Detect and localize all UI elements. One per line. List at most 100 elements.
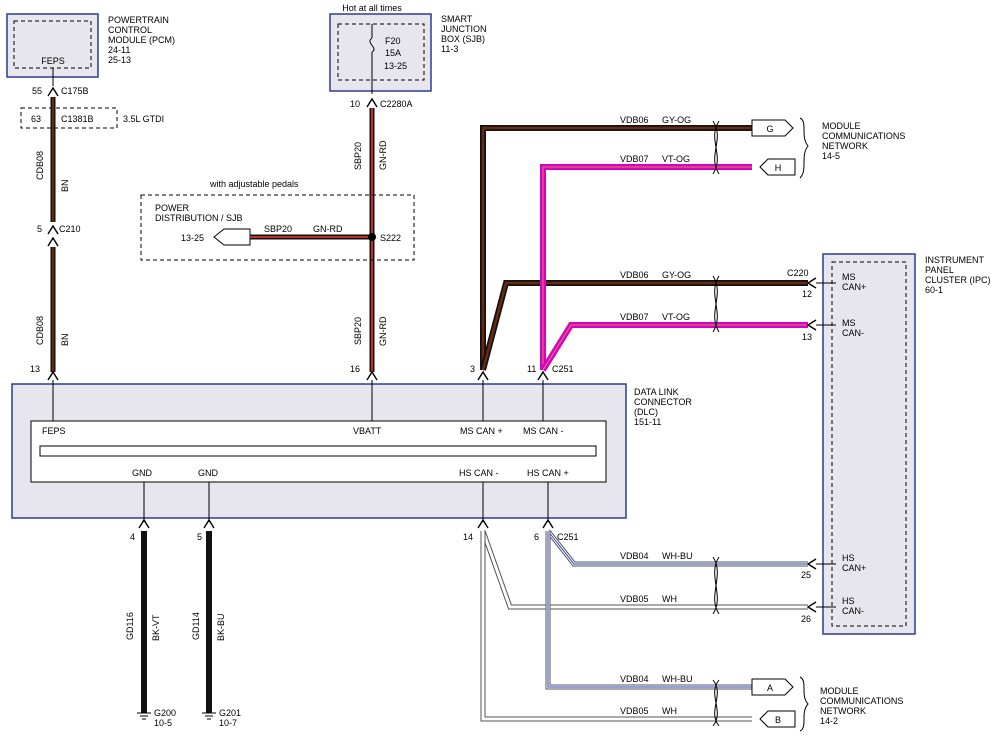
mcn-top-vdb07-color: VT-OG — [662, 154, 690, 164]
sjb-module: F20 15A 13-25 SMART JUNCTION BOX (SJB) 1… — [329, 13, 487, 94]
gd114-circuit: GD114 — [191, 612, 201, 640]
pcm-title-line-5: 25-13 — [108, 55, 131, 65]
dlc-pin6-connector-symbol — [542, 518, 554, 529]
c210-connector-symbol-bottom — [47, 236, 59, 247]
dlc-pin-3: 3 — [470, 364, 475, 374]
adjustable-pedals-note: with adjustable pedals — [209, 179, 299, 189]
pcm-pin-5: 5 — [37, 224, 42, 234]
pcm-module: FEPS POWERTRAIN CONTROL MODULE (PCM) 24-… — [6, 13, 175, 78]
twist-symbol-ipc-hs-b — [712, 556, 720, 615]
pcm-title-line-3: MODULE (PCM) — [108, 35, 175, 45]
cdb08-circuit-top: CDB08 — [35, 151, 45, 180]
ipc-hscanp-line-1: HS — [842, 553, 855, 563]
ipc-box — [822, 253, 916, 635]
ipc-title-line-4: 60-1 — [925, 285, 943, 295]
conn-c2280a-label: C2280A — [380, 99, 413, 109]
ipc-vdb07-circuit: VDB07 — [620, 312, 649, 322]
vdb07-wire-to-ipc-stripe — [542, 324, 808, 371]
vdb05-wire-to-ipc-core — [481, 530, 808, 609]
mcn-bottom-title-line-1: MODULE — [820, 686, 859, 696]
sjb-title-line-2: JUNCTION — [441, 24, 487, 34]
sjb-title-line-4: 11-3 — [441, 44, 458, 54]
dlc-gnd2-label: GND — [198, 468, 219, 478]
mcn-bottom-vdb04-circuit: VDB04 — [620, 674, 649, 684]
sjb-pin-10: 10 — [350, 99, 360, 109]
twist-symbol-mcn-top-b — [712, 120, 720, 175]
engine-note: 3.5L GTDI — [123, 114, 164, 124]
dlc-title-line-3: (DLC) — [634, 407, 658, 417]
ipc-title-line-2: PANEL — [925, 265, 954, 275]
connector-tag-g-label: G — [766, 124, 773, 134]
ipc-mscanp-line-2: CAN+ — [842, 282, 866, 292]
ipc-mscanm-line-1: MS — [842, 318, 856, 328]
gtdi-option-box — [20, 107, 118, 129]
dlc-pin5-connector-symbol — [203, 518, 215, 529]
dlc-title-line-1: DATA LINK — [634, 387, 679, 397]
pcm-pin-55: 55 — [32, 86, 42, 96]
dlc-pin-11: 11 — [527, 364, 536, 374]
pcm-box — [6, 13, 99, 78]
mcn-top-title-line-3: NETWORK — [822, 141, 868, 151]
dlc-pin4-connector-symbol — [138, 518, 150, 529]
dlc-pin-14: 14 — [463, 532, 473, 542]
sbp20-circuit-bottom: SBP20 — [353, 317, 363, 345]
pdsjb-title-line-1: POWER — [155, 203, 190, 213]
vdb05-wire-to-mcn — [480, 531, 752, 722]
mcn-bottom-title-line-2: COMMUNICATIONS — [820, 696, 903, 706]
ipc-pin12-connector-symbol — [806, 277, 817, 289]
cdb08-circuit-bottom: CDB08 — [35, 316, 45, 345]
dlc-pin-13: 13 — [30, 364, 40, 374]
ipc-hscanp-line-2: CAN+ — [842, 563, 866, 573]
ipc-title-line-1: INSTRUMENT — [925, 255, 984, 265]
dlc-connector-slot — [39, 445, 597, 457]
dlc-hscanp-label: HS CAN + — [527, 468, 569, 478]
cdb08-color-top: BN — [60, 179, 70, 192]
splice-s222-label: S222 — [380, 233, 401, 243]
pcm-title-line-2: CONTROL — [108, 25, 152, 35]
sbp20-circuit-top: SBP20 — [353, 142, 363, 170]
mcn-top-title-line-1: MODULE — [822, 121, 861, 131]
dlc-pin13-connector-symbol — [47, 370, 59, 381]
dlc-mscanp-label: MS CAN + — [460, 426, 503, 436]
vdb04-wire-to-mcn-stripe — [547, 531, 752, 688]
sjb-box — [329, 13, 432, 92]
ipc-pin-13: 13 — [802, 332, 812, 342]
ipc-hscanm-line-2: CAN- — [842, 606, 864, 616]
fuse-line-2: 15A — [385, 48, 401, 58]
vdb07-wire-to-mcn-stripe — [542, 166, 752, 370]
ipc-vdb06-circuit: VDB06 — [620, 270, 649, 280]
dlc-pin-4: 4 — [130, 532, 135, 542]
dlc-gnd1-label: GND — [132, 468, 153, 478]
twist-symbol-ipc-ms-b — [712, 275, 720, 333]
vdb06-wire-to-ipc-stripe — [481, 281, 808, 371]
sbp20-color-bottom: GN-RD — [378, 316, 388, 346]
pdsjb-circuit: SBP20 — [264, 224, 292, 234]
ground-g201-icon — [202, 712, 216, 720]
conn-c175b-label: C175B — [61, 86, 89, 96]
mcn-bottom-title-line-4: 14-2 — [820, 716, 838, 726]
ipc-vdb07-color: VT-OG — [662, 312, 690, 322]
conn-c210-label: C210 — [59, 224, 81, 234]
splice-s222-dot — [368, 233, 376, 241]
dlc-hscanm-label: HS CAN - — [459, 468, 499, 478]
pdsjb-title-line-2: DISTRIBUTION / SJB — [155, 213, 243, 223]
fuse-line-1: F20 — [385, 36, 401, 46]
pcm-feps-label: FEPS — [41, 56, 65, 66]
dlc-connector-body — [30, 420, 607, 483]
conn-c251-bottom-label: C251 — [557, 532, 579, 542]
ipc-vdb05-circuit: VDB05 — [620, 594, 649, 604]
dlc-vbatt-label: VBATT — [353, 426, 382, 436]
ipc-pin-26: 26 — [801, 614, 811, 624]
mcn-top-title-line-4: 14-5 — [822, 151, 840, 161]
mcn-top-vdb07-circuit: VDB07 — [620, 154, 649, 164]
ground-g201-name: G201 — [219, 708, 241, 718]
vdb07-wire-to-ipc — [540, 322, 808, 372]
ipc-pin-25: 25 — [801, 570, 811, 580]
pcm-title-line-1: POWERTRAIN — [108, 15, 169, 25]
mcn-top-vdb06-circuit: VDB06 — [620, 115, 649, 125]
ipc-vdb05-color: WH — [662, 594, 677, 604]
conn-c251-top-label: C251 — [552, 364, 574, 374]
dlc-pin14-connector-symbol — [477, 518, 489, 529]
c210-connector-symbol-top — [47, 224, 59, 235]
